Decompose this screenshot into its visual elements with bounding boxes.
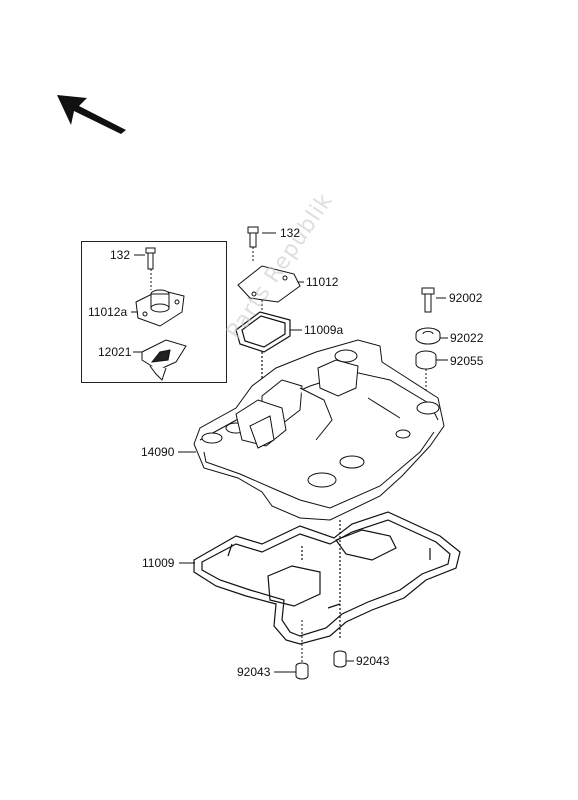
arrow-up-left-icon: [57, 95, 126, 134]
gasket-11009: [193, 511, 461, 645]
washer-92022: [415, 327, 441, 345]
grommet-92055: [415, 350, 437, 402]
label-92043-right: 92043: [356, 654, 390, 668]
label-11009a: 11009a: [304, 323, 344, 337]
label-132: 132: [280, 226, 301, 240]
label-11012a: 11012a: [88, 305, 128, 319]
label-92043-left: 92043: [237, 665, 271, 679]
bolt-92002: [421, 287, 435, 313]
alternate-parts-inset-box: [81, 241, 227, 383]
label-11012: 11012: [306, 275, 339, 289]
label-92022: 92022: [450, 331, 484, 345]
cylinder-head-cover-14090: [193, 339, 445, 521]
label-92002: 92002: [449, 291, 483, 305]
leader-lines: [131, 232, 448, 673]
cover-11012: [237, 265, 301, 312]
label-92055: 92055: [450, 354, 484, 368]
dowel-pin-92043-right: [333, 650, 347, 668]
bolt-132-inset: [145, 247, 156, 290]
dowel-pin-92043-left: [295, 620, 309, 680]
label-14090: 14090: [141, 445, 175, 459]
label-12021: 12021: [98, 345, 132, 359]
cap-11012a: [135, 289, 185, 327]
plate-12021: [141, 339, 187, 381]
bolt-132: [247, 226, 259, 262]
label-11009: 11009: [142, 556, 175, 570]
label-132-inset: 132: [110, 248, 131, 262]
